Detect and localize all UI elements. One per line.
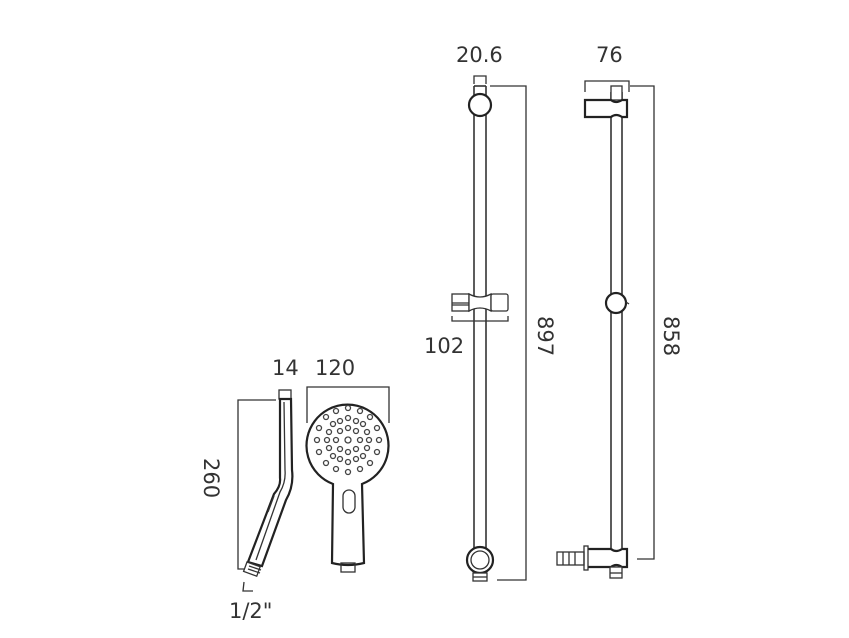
connection-dimension-bracket	[242, 581, 253, 592]
spray-nozzles	[313, 404, 383, 476]
handset-side-edge	[255, 401, 286, 561]
handset-width-dimension-line	[306, 386, 390, 423]
connection-size-label: 1/2"	[229, 599, 272, 623]
handset-side-body	[246, 397, 294, 568]
rail-height-dimension-line	[490, 85, 527, 581]
rail-side-view: 76 858	[556, 43, 683, 579]
rail-width-dimension-line	[473, 75, 487, 84]
slider-width-dimension-line	[451, 316, 509, 322]
handset-thickness-label: 14	[272, 356, 299, 380]
handset-height-label: 260	[199, 458, 223, 498]
slider-width-label: 102	[424, 334, 464, 358]
handset-slider	[451, 292, 509, 313]
handset-front-view: 120	[305, 356, 390, 573]
outlet-elbow-side	[556, 545, 629, 579]
front-thread-connector	[340, 562, 356, 573]
handset-button	[342, 489, 356, 514]
top-bracket-side	[583, 85, 629, 119]
rail-side-height-dimension-line	[630, 85, 655, 560]
rail-side-height-label: 858	[659, 316, 683, 356]
side-thread-connector	[242, 561, 262, 578]
handset-head-outline	[305, 403, 390, 567]
rail-front-view: 20.6 897 102	[424, 43, 557, 582]
hose-thread	[556, 551, 585, 566]
top-wall-bracket	[467, 92, 493, 118]
handset-width-label: 120	[315, 356, 355, 380]
slider-knob-side	[604, 291, 628, 315]
handset-side-grip-line	[267, 495, 275, 513]
rail-height-label: 897	[533, 316, 557, 356]
rail-width-label: 20.6	[456, 43, 503, 67]
rail-depth-dimension-line	[584, 80, 630, 92]
thickness-dimension-bracket	[278, 389, 292, 400]
handset-side-view: 14 260 1/2"	[199, 356, 299, 623]
rail-depth-label: 76	[596, 43, 623, 67]
